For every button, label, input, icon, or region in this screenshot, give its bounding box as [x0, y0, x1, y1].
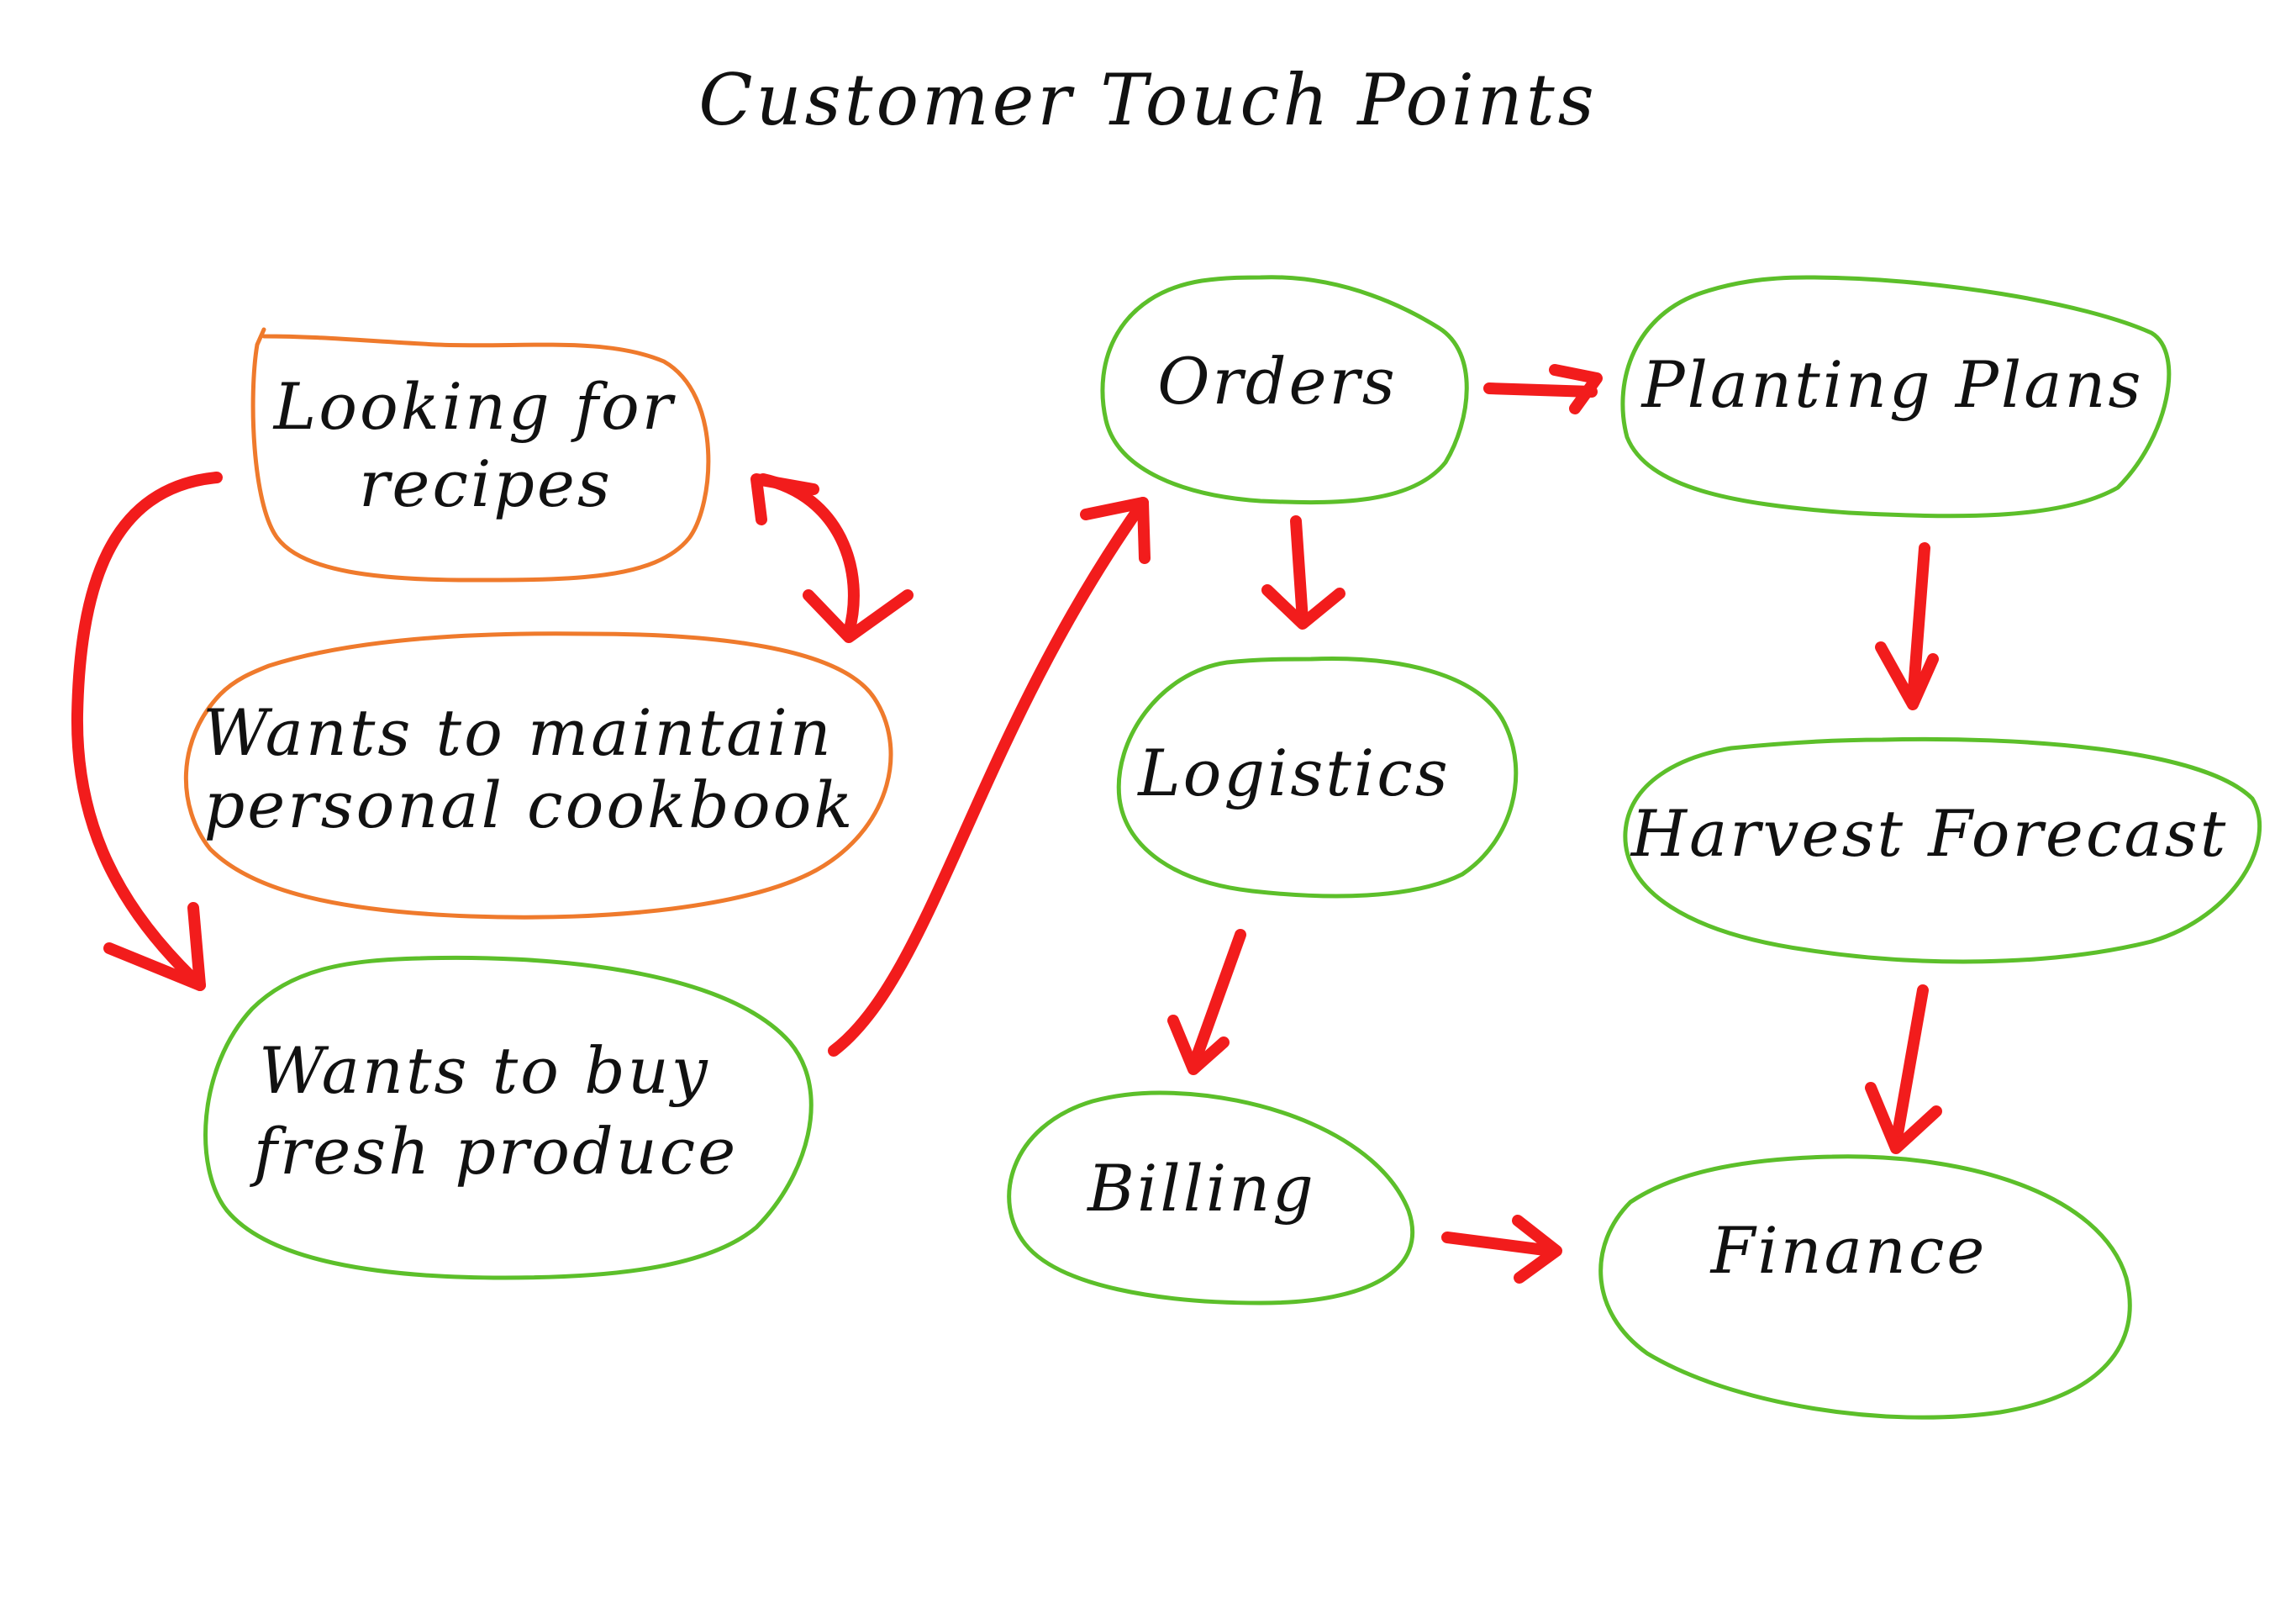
- svg-text:Harvest Forecast: Harvest Forecast: [1630, 796, 2229, 871]
- node-label-line: Billing: [1086, 1151, 1316, 1226]
- edge-recipes-to-buy-produce: [71, 472, 223, 991]
- edge-billing-to-finance: [1441, 1215, 1562, 1284]
- node-label-line: Wants to buy: [259, 1033, 709, 1108]
- node-orders: Orders: [1100, 275, 1469, 505]
- node-label-line: Looking for: [272, 369, 677, 444]
- svg-text:Billing: Billing: [1086, 1151, 1316, 1226]
- node-harvest-forecast: Harvest Forecast: [1623, 736, 2262, 964]
- svg-text:Orders: Orders: [1157, 344, 1398, 419]
- node-looking-for-recipes: Looking for recipes: [250, 327, 711, 583]
- edge-logistics-to-billing: [1167, 929, 1246, 1075]
- node-label-line: Harvest Forecast: [1630, 796, 2229, 871]
- node-label-line: Orders: [1157, 344, 1398, 419]
- node-label-line: Logistics: [1136, 736, 1451, 810]
- node-planting-plans: Planting Plans: [1620, 275, 2172, 519]
- diagram-title: Customer Touch Points: [698, 59, 1598, 141]
- edge-recipes-to-cookbook: [750, 473, 914, 643]
- node-label-line: Planting Plans: [1640, 347, 2143, 422]
- node-logistics: Logistics: [1116, 657, 1519, 899]
- edge-harvest-to-finance: [1865, 984, 1942, 1154]
- node-label-line: fresh produce: [250, 1114, 738, 1189]
- svg-text:Looking for recipes: Looking for recipes: [272, 369, 698, 521]
- svg-text:Finance: Finance: [1709, 1213, 1988, 1288]
- edge-orders-to-planting-plans: [1483, 364, 1603, 414]
- node-billing: Billing: [1007, 1090, 1415, 1305]
- node-label-line: recipes: [359, 446, 613, 521]
- svg-text:Wants to maintain person: Wants to maintain personal cookbook: [203, 695, 856, 842]
- svg-text:Logistics: Logistics: [1136, 736, 1451, 810]
- edge-orders-to-logistics: [1261, 515, 1345, 630]
- node-buy-fresh-produce: Wants to buy fresh produce: [203, 955, 814, 1280]
- node-label-line: Wants to maintain: [203, 695, 834, 770]
- node-maintain-cookbook: Wants to maintain personal cookbook: [183, 631, 893, 920]
- node-label-line: personal cookbook: [204, 767, 856, 842]
- svg-text:Planting Plans: Planting Plans: [1640, 347, 2143, 422]
- edge-layer: [71, 364, 1942, 1284]
- svg-text:Wants to buy fresh produ: Wants to buy fresh produce: [250, 1033, 738, 1189]
- edge-buy-produce-to-orders: [828, 497, 1151, 1057]
- node-finance: Finance: [1598, 1154, 2132, 1420]
- node-label-line: Finance: [1709, 1213, 1988, 1288]
- edge-planting-to-harvest: [1875, 542, 1939, 710]
